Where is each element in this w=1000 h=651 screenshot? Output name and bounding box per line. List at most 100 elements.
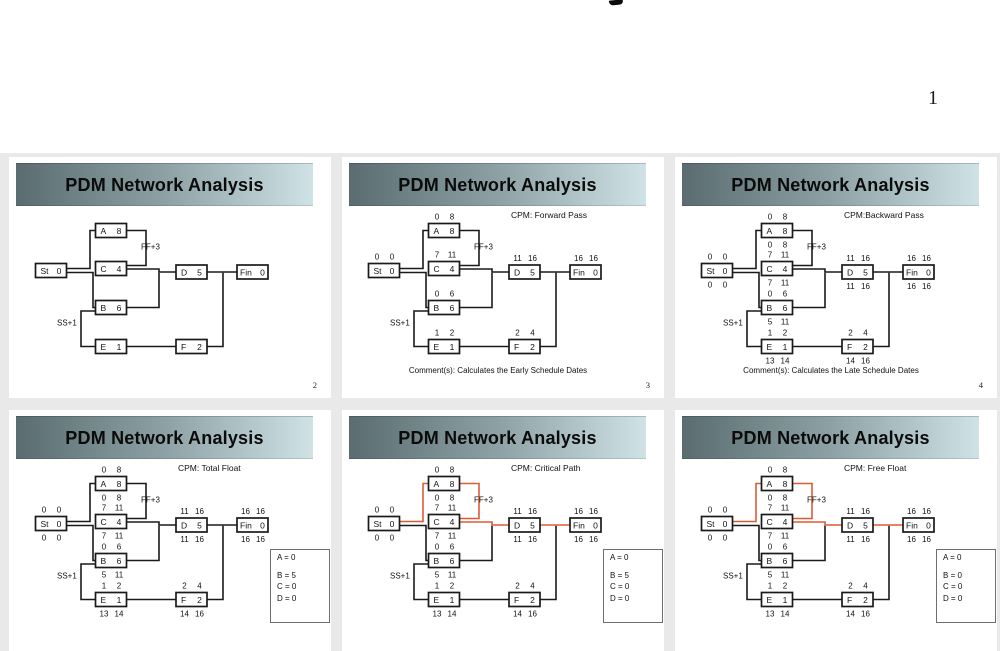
late-start-Fin: 16 <box>907 535 916 544</box>
slide-6-critical-path[interactable]: PDM Network Analysis CPM: Critical Path … <box>342 410 664 651</box>
node-name-A: A <box>101 226 107 236</box>
node-duration-St: 0 <box>57 266 62 276</box>
slide-4-backward-pass[interactable]: PDM Network Analysis CPM:Backward Pass S… <box>675 157 997 398</box>
late-start-B: 5 <box>768 318 773 327</box>
edge-st-to-b <box>732 271 762 309</box>
late-finish-C: 11 <box>448 532 457 541</box>
node-box-Fin <box>902 517 935 533</box>
edge-b-to-d <box>792 272 826 309</box>
late-start-St: 0 <box>42 534 47 543</box>
early-finish-A: 8 <box>783 466 788 475</box>
node-duration-C: 4 <box>450 264 455 274</box>
node-duration-F: 2 <box>197 342 202 352</box>
float-value: 0 <box>291 593 297 603</box>
edge-st-to-a <box>399 229 429 270</box>
edge-a-ff-to-c <box>792 229 813 267</box>
late-finish-C: 11 <box>781 279 790 288</box>
early-finish-B: 6 <box>450 543 455 552</box>
node-duration-B: 6 <box>117 556 122 566</box>
late-start-C: 7 <box>768 532 773 541</box>
edge-a-ff-to-c <box>126 229 147 267</box>
slide-3-forward-pass[interactable]: PDM Network Analysis CPM: Forward Pass S… <box>342 157 664 398</box>
late-start-A: 0 <box>768 494 773 503</box>
late-start-Fin: 16 <box>907 282 916 291</box>
node-name-Fin: Fin <box>573 268 585 278</box>
early-start-B: 0 <box>102 543 107 552</box>
node-duration-D: 5 <box>530 521 535 531</box>
early-finish-F: 4 <box>530 329 535 338</box>
node-box-B <box>427 552 461 569</box>
late-start-E: 13 <box>100 610 109 619</box>
late-finish-F: 16 <box>528 610 537 619</box>
float-value: 0 <box>957 553 962 562</box>
early-start-C: 7 <box>768 251 773 260</box>
early-start-B: 0 <box>435 543 440 552</box>
node-duration-Fin: 0 <box>593 268 598 278</box>
node-box-B <box>94 299 128 316</box>
node-name-F: F <box>847 342 852 352</box>
slide-title: PDM Network Analysis <box>398 175 597 195</box>
early-start-A: 0 <box>435 213 440 222</box>
float-activity: C <box>277 582 283 591</box>
node-name-D: D <box>181 268 187 278</box>
node-name-F: F <box>181 342 186 352</box>
node-name-F: F <box>181 595 186 605</box>
node-box-Fin <box>236 517 269 533</box>
early-finish-Fin: 16 <box>256 507 265 516</box>
node-name-St: St <box>41 519 50 529</box>
node-box-F <box>841 338 874 355</box>
float-value: 0 <box>624 582 630 591</box>
float-entry-A: A = 0 <box>277 553 296 562</box>
ss-lag-label: SS+1 <box>723 572 743 581</box>
node-box-E <box>94 338 128 355</box>
edge-b-to-d <box>126 272 160 309</box>
early-finish-B: 6 <box>450 290 455 299</box>
late-finish-Fin: 16 <box>922 282 931 291</box>
early-start-E: 1 <box>102 582 107 591</box>
node-duration-B: 6 <box>783 303 788 313</box>
node-name-B: B <box>101 556 107 566</box>
early-start-E: 1 <box>435 329 440 338</box>
early-start-St: 0 <box>375 253 380 262</box>
edge-st-to-a <box>399 482 429 523</box>
node-duration-F: 2 <box>530 595 535 605</box>
node-duration-B: 6 <box>450 303 455 313</box>
early-finish-C: 11 <box>448 504 457 513</box>
early-start-D: 11 <box>846 507 855 516</box>
slide-title: PDM Network Analysis <box>65 428 264 448</box>
late-start-C: 7 <box>768 279 773 288</box>
slide-subtitle: CPM: Total Float <box>178 463 241 473</box>
late-finish-A: 8 <box>783 241 788 250</box>
node-name-E: E <box>434 595 440 605</box>
late-finish-F: 16 <box>861 357 870 366</box>
ff-lag-label: FF+3 <box>474 496 493 505</box>
slide-comment: Comment(s): Calculates the Late Schedule… <box>743 366 919 375</box>
node-box-B <box>760 299 794 316</box>
float-entry-C: C = 0 <box>277 582 297 591</box>
early-start-Fin: 16 <box>574 507 583 516</box>
node-name-B: B <box>101 303 107 313</box>
late-finish-A: 8 <box>450 494 455 503</box>
early-start-B: 0 <box>768 543 773 552</box>
edge-c-to-d <box>792 521 842 526</box>
slide-title-banner: PDM Network Analysis <box>16 416 313 459</box>
page-1[interactable]: 1 <box>0 0 1000 153</box>
late-start-F: 14 <box>846 610 855 619</box>
node-name-D: D <box>847 521 853 531</box>
node-name-C: C <box>767 517 773 527</box>
node-box-A <box>94 222 128 239</box>
node-name-E: E <box>101 595 107 605</box>
late-finish-Fin: 16 <box>589 535 598 544</box>
slide-title-banner: PDM Network Analysis <box>349 163 646 206</box>
float-value: 0 <box>957 570 962 580</box>
late-start-E: 13 <box>766 610 775 619</box>
node-box-St <box>700 515 734 532</box>
late-finish-B: 11 <box>115 571 124 580</box>
node-duration-F: 2 <box>530 342 535 352</box>
slide-5-total-float[interactable]: PDM Network Analysis CPM: Total Float St… <box>9 410 331 651</box>
node-name-C: C <box>101 264 107 274</box>
